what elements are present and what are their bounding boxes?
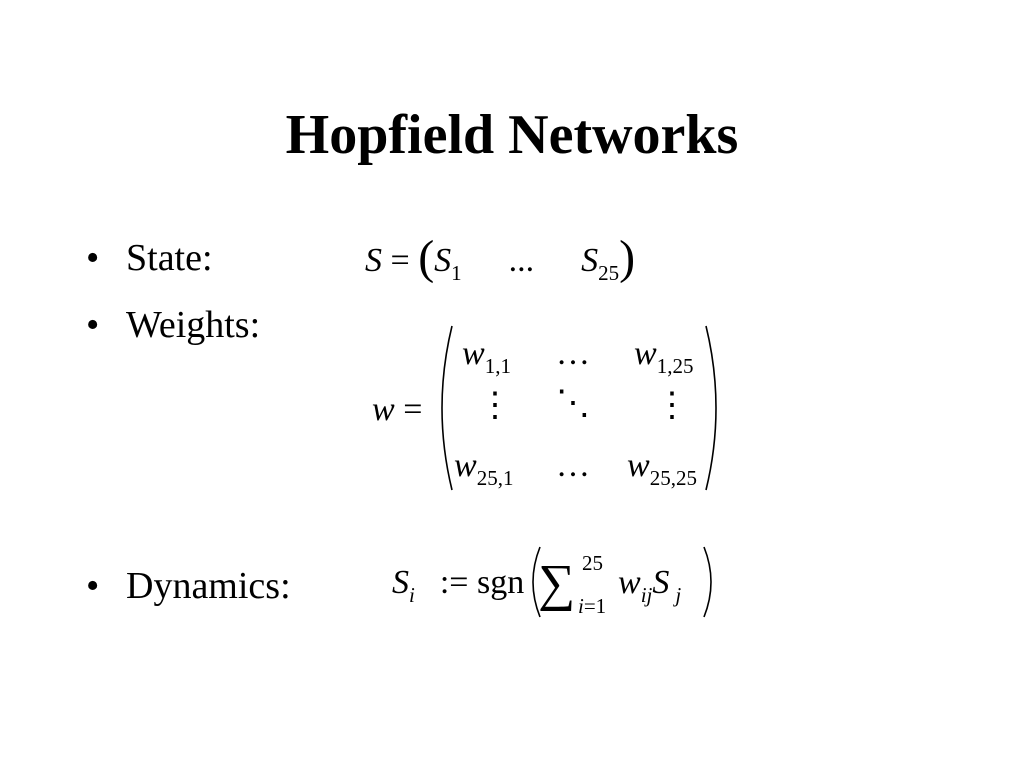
subscript: 1,1	[484, 354, 511, 378]
ellipsis: ...	[508, 242, 535, 279]
close-paren: )	[619, 231, 636, 284]
subscript: 1,25	[656, 354, 694, 378]
subscript: 25	[598, 261, 620, 285]
state-component: S	[581, 242, 599, 279]
index-start: =1	[583, 594, 607, 618]
matrix-ddots: ⋱	[556, 385, 590, 422]
bullet-marker: •	[86, 565, 100, 607]
matrix-brackets	[441, 325, 717, 491]
subscript: 25,1	[476, 466, 514, 490]
index-variable: i	[578, 594, 584, 618]
w-symbol: w	[634, 335, 657, 372]
matrix-hdots-bottom: …	[556, 447, 590, 484]
bullet-dynamics: • Dynamics:	[86, 563, 291, 609]
assign-operator: :=	[439, 564, 469, 601]
subscript: 1	[451, 261, 462, 285]
page-title: Hopfield Networks	[285, 104, 739, 166]
open-paren: (	[418, 231, 435, 284]
matrix-vdots-left: ⋮	[478, 387, 512, 424]
bullet-label-dynamics: Dynamics:	[126, 565, 291, 607]
dynamics-lhs: Si := sgn	[392, 563, 525, 607]
state-symbol: S	[365, 242, 382, 279]
w-symbol: w	[618, 564, 641, 601]
bullet-marker: •	[86, 237, 100, 279]
sum-upper-limit: 25	[582, 551, 603, 575]
sum-symbol: ∑	[538, 555, 576, 612]
subscript: j	[675, 583, 682, 607]
equals-sign: =	[403, 391, 423, 428]
weight-symbol: w	[372, 391, 395, 428]
state-symbol: S	[392, 564, 409, 601]
subscript: ij	[640, 583, 653, 607]
state-equation: S = (S1 ... S25)	[365, 234, 635, 286]
bullet-label-state: State:	[126, 237, 213, 279]
state-symbol: S	[652, 564, 670, 601]
equals-sign: =	[390, 242, 410, 279]
matrix-hdots-top: …	[556, 335, 590, 372]
matrix-entry-25-1: w25,1	[454, 446, 514, 490]
matrix-vdots-right: ⋮	[655, 387, 689, 424]
matrix-entry-1-1: w1,1	[462, 334, 511, 378]
dynamics-parens	[532, 546, 712, 618]
bullet-weights: • Weights:	[86, 302, 260, 348]
state-component: S	[434, 242, 452, 279]
w-symbol: w	[462, 335, 485, 372]
sum-lower-limit: i=1	[578, 594, 606, 618]
w-symbol: w	[627, 447, 650, 484]
matrix-entry-1-25: w1,25	[634, 334, 694, 378]
subscript: i	[409, 583, 415, 607]
bullet-marker: •	[86, 304, 100, 346]
sign-function: sgn	[476, 564, 525, 601]
bullet-label-weights: Weights:	[126, 304, 261, 346]
bullet-state: • State:	[86, 235, 213, 281]
matrix-entry-25-25: w25,25	[627, 446, 697, 490]
subscript: 25,25	[649, 466, 697, 490]
weights-lhs: w =	[372, 390, 422, 430]
w-symbol: w	[454, 447, 477, 484]
